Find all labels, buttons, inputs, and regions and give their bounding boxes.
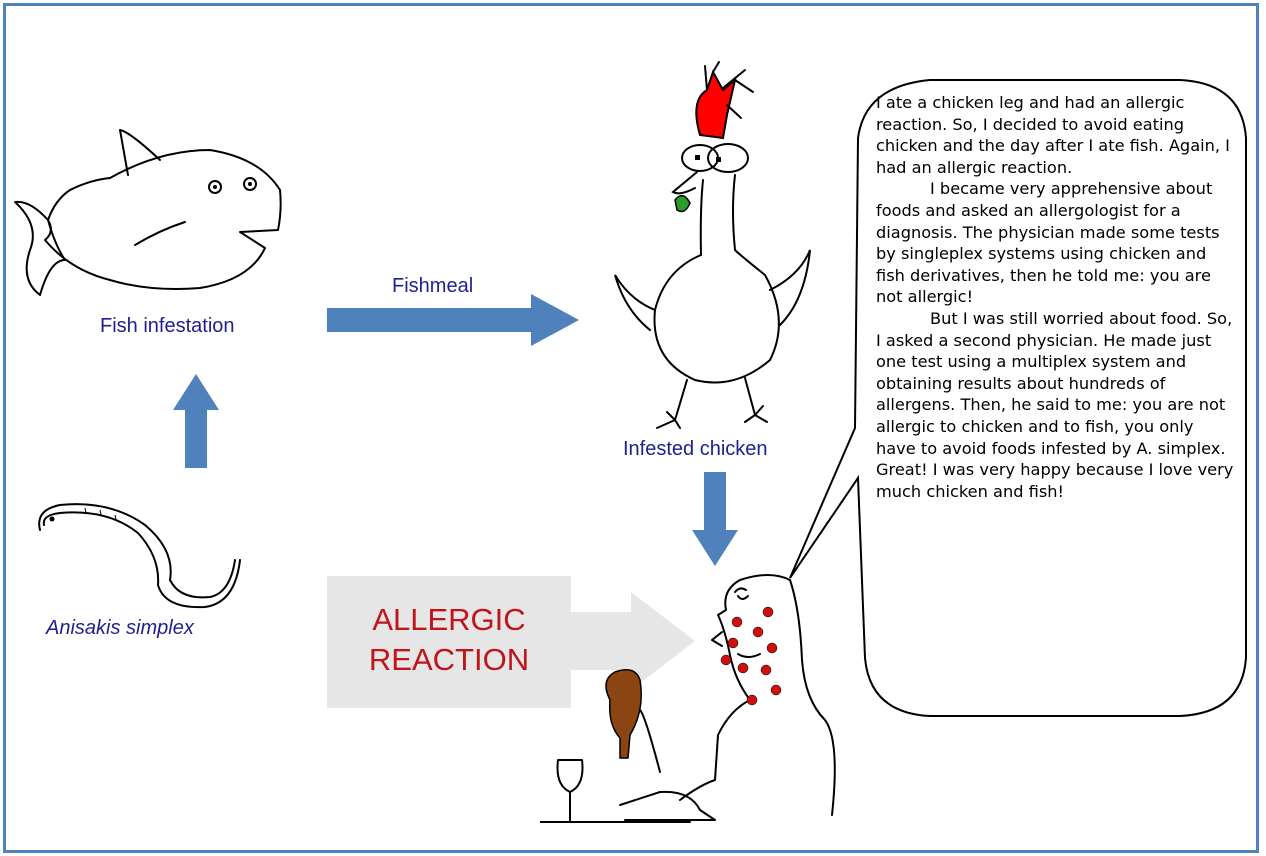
bubble-paragraph-3: But I was still worried about food. So, … xyxy=(876,308,1234,501)
allergic-arrow xyxy=(571,592,695,690)
fishmeal-label: Fishmeal xyxy=(392,275,474,297)
fish-drawing xyxy=(14,129,282,296)
fish-infestation-label: Fish infestation xyxy=(100,315,235,337)
speech-bubble-text: I ate a chicken leg and had an allergic … xyxy=(876,92,1238,502)
allergic-reaction-box xyxy=(327,576,571,708)
bubble-paragraph-2: I became very apprehensive about foods a… xyxy=(876,179,1220,307)
person-drawing xyxy=(540,574,836,823)
speech-bubble xyxy=(789,79,1247,717)
bubble-paragraph-1: I ate a chicken leg and had an allergic … xyxy=(876,93,1230,177)
anisakis-label: Anisakis simplex xyxy=(46,617,194,639)
up-arrow xyxy=(173,374,219,468)
worm-drawing xyxy=(38,503,241,609)
allergic-line-1: ALLERGIC xyxy=(372,602,526,637)
allergic-line-2: REACTION xyxy=(368,642,530,677)
down-arrow xyxy=(692,472,738,566)
chicken-drawing xyxy=(614,61,811,429)
diagram-frame xyxy=(3,3,1259,853)
fishmeal-arrow xyxy=(327,294,579,346)
infested-chicken-label: Infested chicken xyxy=(623,438,768,460)
allergic-reaction-label: ALLERGIC REACTION xyxy=(327,600,571,680)
